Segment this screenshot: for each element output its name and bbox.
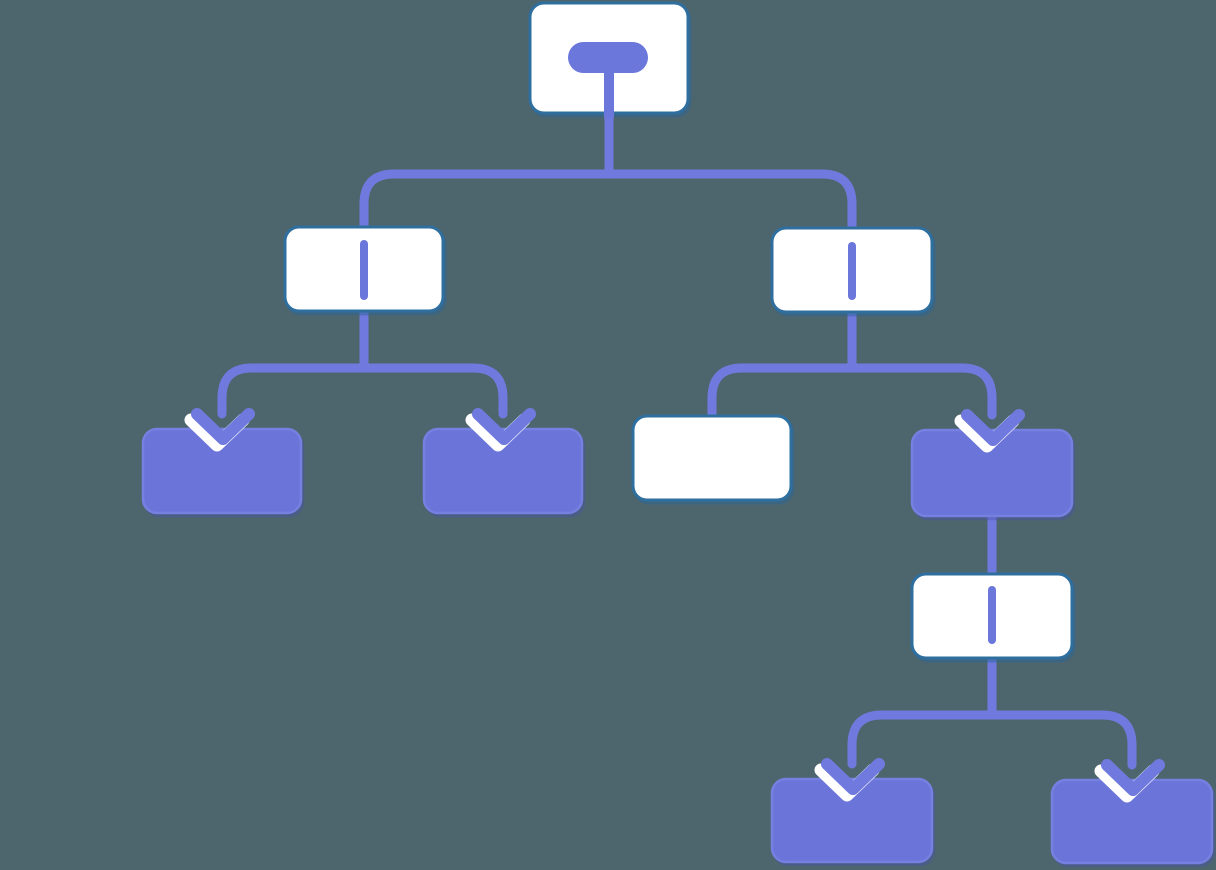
chevron-down-icon[interactable] — [814, 758, 885, 802]
edge-branch-left-bar — [217, 363, 508, 419]
tree-node-leaf-bottom-1[interactable] — [770, 777, 934, 864]
connector-edges — [217, 107, 1137, 770]
tree-node-leaf-bottom-2[interactable] — [1050, 778, 1214, 865]
pass-through-line-icon — [360, 240, 368, 300]
edge-root-branch-bar — [359, 169, 857, 233]
edge-branch-right-bar — [707, 363, 997, 422]
root-pill-icon — [568, 42, 648, 118]
tree-node-child-right-white[interactable] — [631, 414, 793, 502]
tree-node-leaf-right-collapsed[interactable] — [910, 428, 1074, 518]
edge-branch-lower-bar — [847, 710, 1137, 770]
chevron-down-icon[interactable] — [954, 409, 1025, 453]
node-icons — [184, 42, 1165, 803]
tree-nodes — [141, 1, 1214, 865]
chevron-down-icon[interactable] — [1094, 759, 1165, 803]
tree-node-leaf-left-2[interactable] — [422, 427, 584, 515]
pass-through-line-icon — [848, 242, 856, 300]
chevron-down-icon[interactable] — [184, 408, 255, 452]
chevron-down-icon[interactable] — [465, 408, 536, 452]
pass-through-line-icon — [988, 586, 996, 644]
tree-node-leaf-left-1[interactable] — [141, 427, 303, 515]
